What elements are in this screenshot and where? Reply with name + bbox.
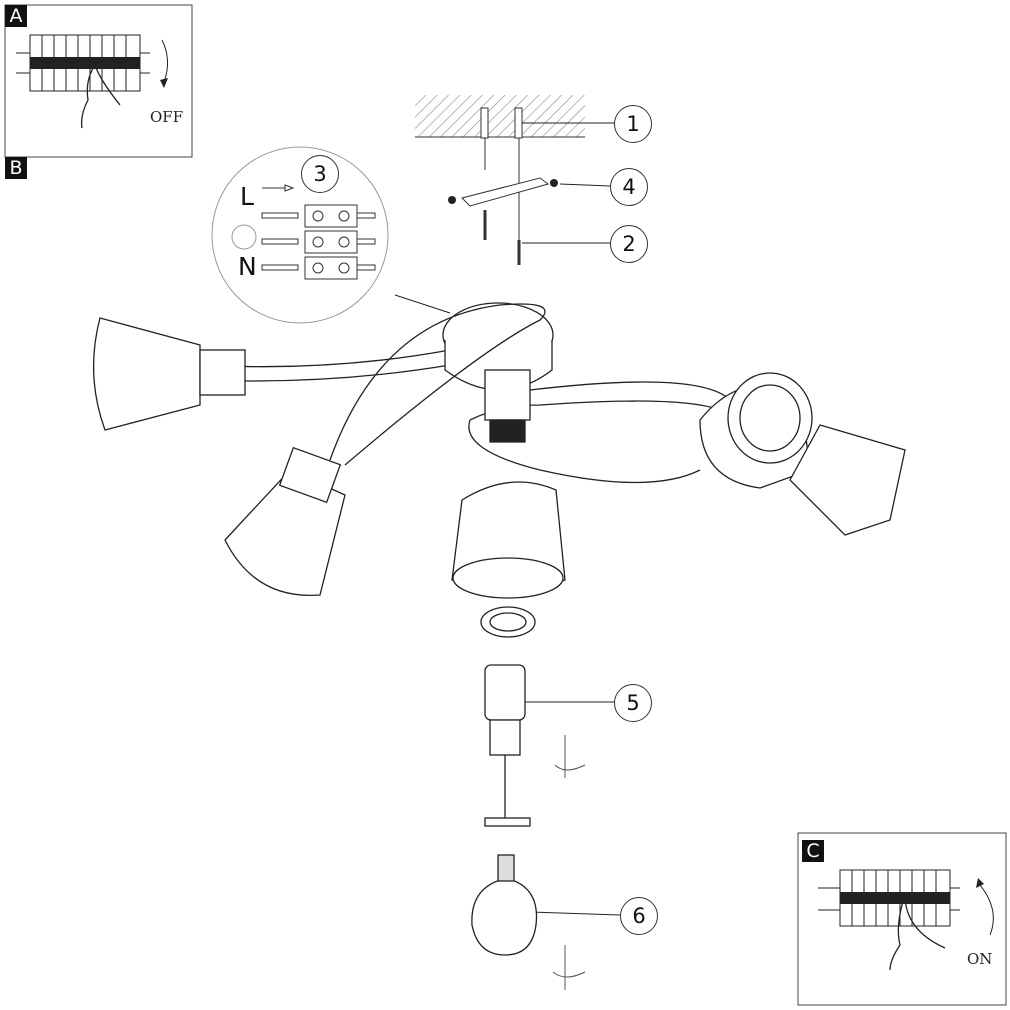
mounting-bracket [461,177,550,207]
lamp-shade [789,424,906,536]
panel-b-label: B [5,157,27,179]
breaker-panel-on [818,869,960,927]
callout-2: 2 [610,225,648,263]
callout-6: 6 [620,897,658,935]
off-label: OFF [150,108,184,126]
callout-5: 5 [614,684,652,722]
hand-icon [80,64,121,129]
terminal-block [231,204,376,280]
ceiling-hatch [415,95,585,137]
screw-icon [550,179,558,187]
light-bulb [471,879,538,956]
ceiling-light-fixture [92,302,906,956]
panel-c-label: C [802,840,824,862]
on-label: ON [967,950,993,968]
screw-icon [448,196,456,204]
panel-a-label: A [5,5,27,27]
callout-3: 3 [301,155,339,193]
lamp-shade [224,469,346,597]
lamp-holder [484,664,526,721]
callout-leaders [394,122,621,916]
arrow-down-icon [161,39,168,83]
arrow-up-icon [979,884,994,936]
hand-icon [889,894,946,971]
callout-1: 1 [614,105,652,143]
neutral-wire-label: N [238,252,257,281]
live-wire-label: L [240,182,254,211]
lamp-shade [92,317,201,431]
breaker-panel-off [16,34,150,92]
callout-4: 4 [610,168,648,206]
rotate-arrow-icons [552,735,586,990]
